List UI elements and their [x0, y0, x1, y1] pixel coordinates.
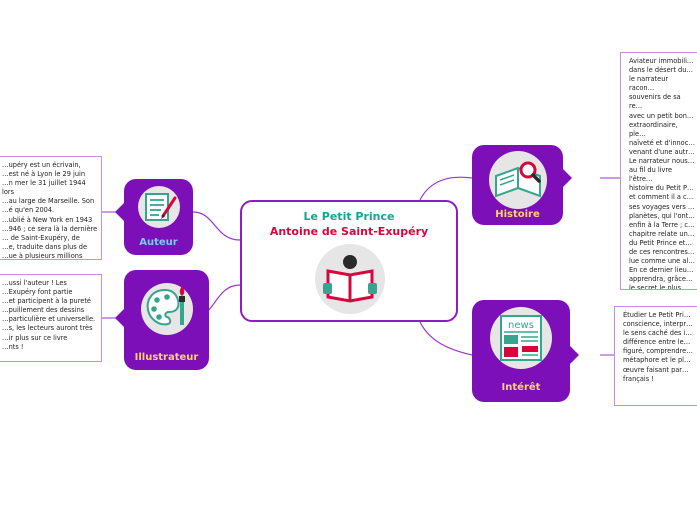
node-histoire-pointer [563, 169, 572, 187]
link-interet [419, 321, 473, 356]
central-topic[interactable]: Le Petit Prince Antoine de Saint-Exupéry [240, 200, 458, 322]
node-illustrateur-label: Illustrateur [134, 352, 199, 363]
open-book-reader-icon [314, 243, 386, 315]
node-interet[interactable]: news Intérêt [472, 300, 570, 402]
link-auteur [192, 211, 241, 241]
note-histoire: Aviateur immobili… dans le désert du… le… [620, 52, 697, 290]
node-auteur-pointer [115, 203, 124, 221]
document-pen-icon [137, 185, 181, 229]
note-auteur: …upéry est un écrivain, …est né à Lyon l… [0, 156, 102, 260]
node-interet-pointer [570, 346, 579, 364]
node-auteur-label: Auteur [139, 237, 178, 248]
newspaper-icon: news [489, 306, 553, 370]
central-author: Antoine de Saint-Exupéry [269, 225, 429, 238]
node-illustrateur[interactable]: Illustrateur [124, 270, 209, 370]
paint-palette-icon [140, 282, 194, 336]
node-illustrateur-pointer [115, 309, 124, 327]
note-illustrateur: …ussi l'auteur ! Les …Exupéry font parti… [0, 274, 102, 362]
central-title: Le Petit Prince [303, 210, 395, 223]
node-histoire-label: Histoire [495, 209, 540, 220]
link-histoire [419, 176, 473, 201]
node-histoire[interactable]: Histoire [472, 145, 563, 225]
node-auteur[interactable]: Auteur [124, 179, 193, 255]
node-interet-label: Intérêt [501, 382, 541, 393]
note-interet: Étudier Le Petit Pri… conscience, interp… [614, 306, 697, 406]
book-magnifier-icon [488, 150, 548, 210]
svg-text:news: news [508, 320, 534, 331]
